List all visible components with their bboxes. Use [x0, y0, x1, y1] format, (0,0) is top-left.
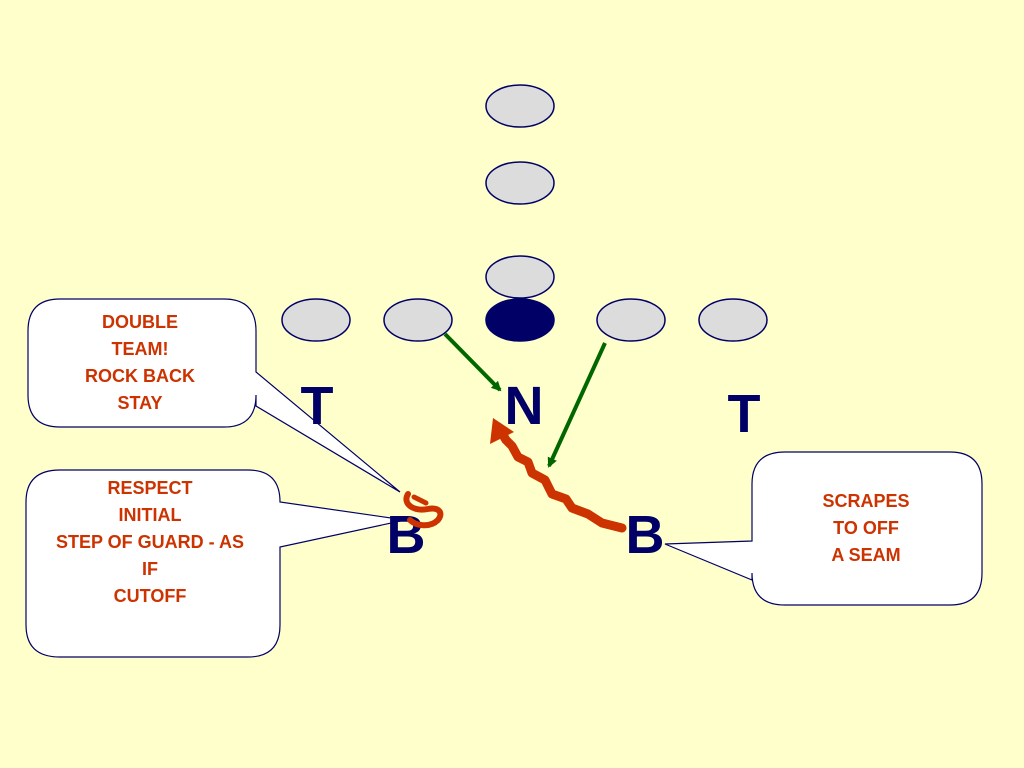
offense-back-1 [485, 84, 555, 128]
tackle-block-arrow [547, 342, 607, 468]
defense-right-backer: B [626, 505, 665, 565]
callout-respect-box [25, 469, 406, 658]
defense-left-backer: B [387, 505, 426, 565]
callout-scrapes-text: SCRAPES TO OFF A SEAM [822, 491, 910, 565]
offense-left-guard [383, 298, 453, 342]
offense-right-tackle [698, 298, 768, 342]
callout-respect-text: RESPECT INITIAL STEP OF GUARD - AS IF CU… [55, 478, 244, 606]
callout-double-team-text: DOUBLE TEAM! ROCK BACK STAY [85, 312, 195, 413]
offense-quarterback [485, 255, 555, 299]
defense-nose: N [505, 376, 544, 436]
defense-right-tackle: T [728, 384, 761, 444]
guard-block-arrow [443, 332, 502, 392]
offense-left-tackle [281, 298, 351, 342]
offense-center [485, 298, 555, 342]
offense-back-2 [485, 161, 555, 205]
offense-right-guard [596, 298, 666, 342]
right-backer-scrape-path [495, 425, 627, 533]
left-backer-rock-back-mark [403, 491, 444, 529]
callout-double-team-box [27, 298, 401, 493]
callout-scrapes-box [664, 451, 983, 606]
left-backer-rock-back-tail [411, 494, 429, 506]
defense-left-tackle: T [301, 376, 334, 436]
right-backer-arrowhead [490, 418, 514, 444]
